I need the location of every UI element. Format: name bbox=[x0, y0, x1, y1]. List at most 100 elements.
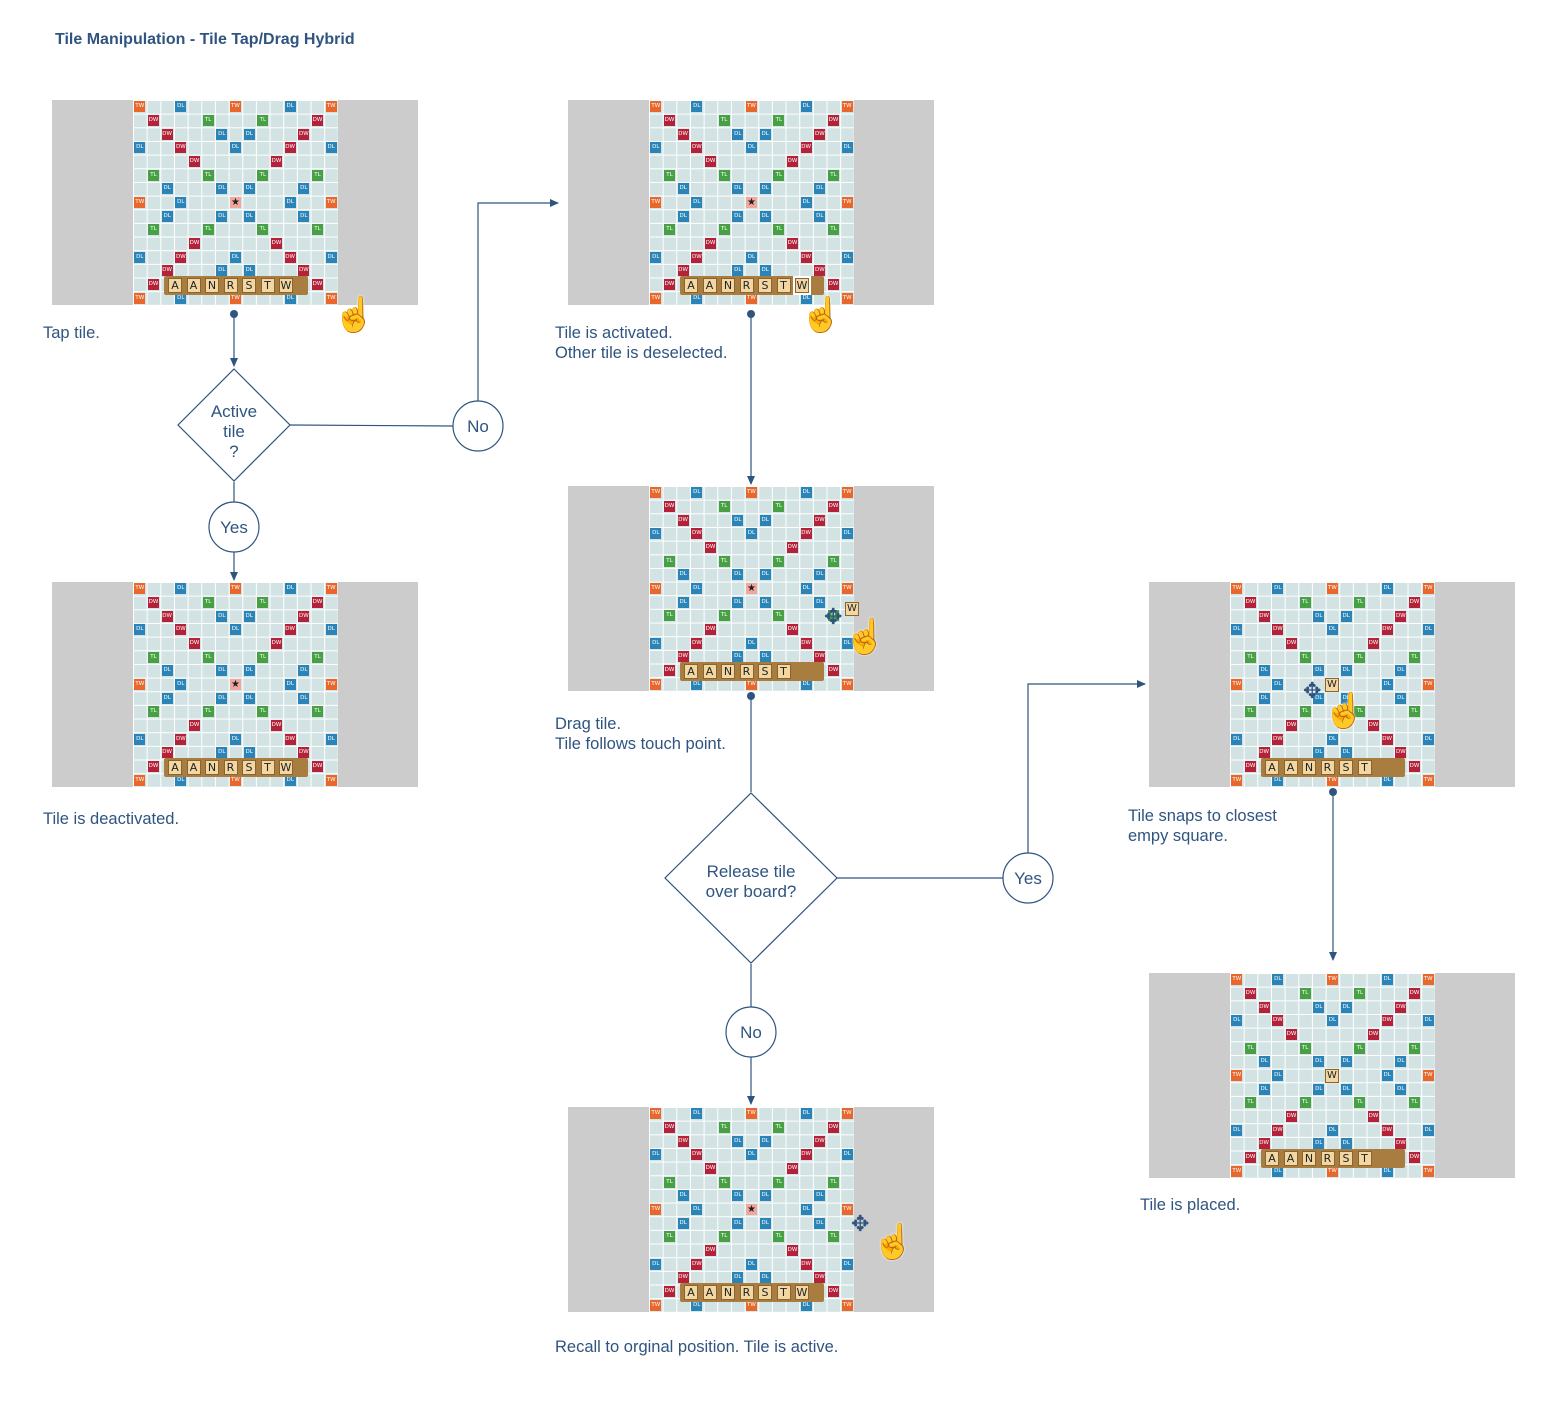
rack-tile[interactable]: R bbox=[1320, 1151, 1335, 1166]
board-square-tw: TW bbox=[841, 487, 853, 499]
rack-tile[interactable]: T bbox=[260, 278, 275, 293]
rack-tile[interactable]: N bbox=[721, 1285, 735, 1300]
board-square-tl: TL bbox=[827, 169, 839, 181]
rack-tile[interactable]: T bbox=[1357, 760, 1372, 775]
rack-tile[interactable]: A bbox=[702, 1285, 717, 1300]
board-square-tl: TL bbox=[773, 1176, 785, 1188]
rack-tile[interactable]: A bbox=[702, 664, 717, 679]
rack-tile[interactable]: R bbox=[739, 278, 754, 293]
rack-tile[interactable]: S bbox=[242, 278, 256, 293]
rack-tile[interactable]: T bbox=[776, 278, 791, 293]
rack-tile[interactable]: S bbox=[1339, 760, 1353, 775]
rack-tile[interactable]: W bbox=[795, 278, 809, 293]
rack-tile[interactable]: T bbox=[1357, 1151, 1372, 1166]
board-square-dl: DL bbox=[1231, 1124, 1243, 1136]
board-square-dw: DW bbox=[1381, 733, 1393, 745]
rack-tile[interactable]: N bbox=[721, 278, 735, 293]
board-square-tl: TL bbox=[1354, 596, 1366, 608]
board-square-tw: TW bbox=[1422, 678, 1434, 690]
board-square-dw: DW bbox=[800, 1258, 812, 1270]
rack-tile[interactable]: A bbox=[684, 1285, 698, 1300]
rack-tile[interactable]: S bbox=[758, 278, 772, 293]
board-square-dw: DW bbox=[1285, 719, 1297, 731]
rack-tile[interactable]: S bbox=[242, 760, 256, 775]
rack-tile[interactable]: W bbox=[279, 278, 293, 293]
board-square-dw: DW bbox=[1367, 1028, 1379, 1040]
board-square-dw: DW bbox=[311, 760, 323, 772]
rack-tile[interactable]: A bbox=[684, 278, 698, 293]
board-square-tl: TL bbox=[1408, 651, 1420, 663]
board-square-tl: TL bbox=[663, 555, 675, 567]
rack-tile[interactable]: R bbox=[223, 278, 238, 293]
rack-tile[interactable]: T bbox=[776, 664, 791, 679]
board-square-tl: TL bbox=[311, 224, 323, 236]
rack-tile[interactable]: R bbox=[739, 664, 754, 679]
branch-yes-circle-1 bbox=[208, 501, 260, 553]
board-square-tw: TW bbox=[1422, 774, 1434, 786]
board-square-tw: TW bbox=[229, 774, 241, 786]
rack-tile[interactable]: A bbox=[186, 760, 201, 775]
rack-tile[interactable]: A bbox=[1283, 1151, 1298, 1166]
board-square-tw: TW bbox=[745, 1108, 757, 1120]
rack-tile[interactable]: N bbox=[1302, 1151, 1316, 1166]
board-square-tw: TW bbox=[650, 1299, 662, 1311]
board-square-tw: TW bbox=[134, 678, 146, 690]
board-square-dw: DW bbox=[147, 760, 159, 772]
board-square-tw: TW bbox=[650, 487, 662, 499]
board-square-dw: DW bbox=[663, 278, 675, 290]
board-square-dl: DL bbox=[1381, 1165, 1393, 1177]
caption-tap-tile: Tap tile. bbox=[43, 324, 100, 342]
rack-tile[interactable]: S bbox=[758, 1285, 772, 1300]
board-square-dl: DL bbox=[134, 251, 146, 263]
branch-no-label-2: No bbox=[740, 1023, 762, 1042]
board-square-dl: DL bbox=[745, 637, 757, 649]
decision-release-line2: over board? bbox=[706, 882, 797, 901]
rack-tile[interactable]: A bbox=[1283, 760, 1298, 775]
board-square-dw: DW bbox=[284, 142, 296, 154]
rack-tile[interactable]: A bbox=[168, 278, 182, 293]
board-square-dl: DL bbox=[1326, 1124, 1338, 1136]
board-square-tw: TW bbox=[229, 583, 241, 595]
rack-tile[interactable]: A bbox=[684, 664, 698, 679]
center-star-icon: ★ bbox=[745, 582, 757, 594]
board-square-dl: DL bbox=[284, 583, 296, 595]
rack-tile[interactable]: N bbox=[205, 278, 219, 293]
board-square-dl: DL bbox=[161, 665, 173, 677]
rack-tile[interactable]: R bbox=[739, 1285, 754, 1300]
rack-tile[interactable]: W bbox=[795, 1285, 809, 1300]
rack-tile[interactable]: N bbox=[205, 760, 219, 775]
rack-tile[interactable]: A bbox=[186, 278, 201, 293]
rack-tile[interactable]: A bbox=[168, 760, 182, 775]
rack-tile[interactable]: S bbox=[1339, 1151, 1353, 1166]
board-square-dw: DW bbox=[827, 500, 839, 512]
rack-tile[interactable]: A bbox=[1265, 1151, 1279, 1166]
board-square-dl: DL bbox=[841, 1258, 853, 1270]
rack-tile[interactable]: T bbox=[260, 760, 275, 775]
board-square-dw: DW bbox=[814, 265, 826, 277]
rack-tile[interactable]: R bbox=[223, 760, 238, 775]
board-square-dl: DL bbox=[814, 1217, 826, 1229]
board-square-dw: DW bbox=[175, 142, 187, 154]
rack-tile[interactable]: T bbox=[776, 1285, 791, 1300]
snapped-tile: W bbox=[1325, 678, 1339, 692]
rack-tile[interactable]: W bbox=[279, 760, 293, 775]
board-square-tw: TW bbox=[134, 196, 146, 208]
board-square-dw: DW bbox=[298, 610, 310, 622]
board-square-tl: TL bbox=[718, 224, 730, 236]
rack-tile[interactable]: A bbox=[1265, 760, 1279, 775]
rack-tile[interactable]: A bbox=[702, 278, 717, 293]
board-square-dl: DL bbox=[800, 196, 812, 208]
rack-tile[interactable]: N bbox=[1302, 760, 1316, 775]
rack-tile[interactable]: S bbox=[758, 664, 772, 679]
board-square-dw: DW bbox=[147, 596, 159, 608]
board-square-tl: TL bbox=[827, 610, 839, 622]
board-square-tl: TL bbox=[257, 114, 269, 126]
rack-tile[interactable]: R bbox=[1320, 760, 1335, 775]
board-square-dw: DW bbox=[814, 1135, 826, 1147]
board-square-dl: DL bbox=[732, 1217, 744, 1229]
rack-tile[interactable]: N bbox=[721, 664, 735, 679]
board-square-dl: DL bbox=[732, 569, 744, 581]
board-square-dw: DW bbox=[677, 265, 689, 277]
